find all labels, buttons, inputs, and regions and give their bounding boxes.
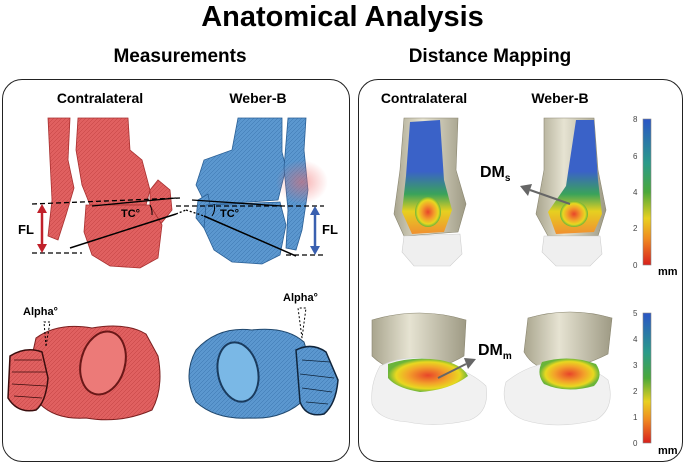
colorbar-bottom-tick: 0	[633, 439, 638, 448]
colorbar-top-tick: 0	[633, 261, 638, 270]
colorbar-top-tick: 4	[633, 188, 638, 197]
contralateral-ankle-model	[47, 117, 173, 269]
weber-b-ankle-model	[195, 117, 328, 265]
contralateral-tibia-map	[393, 117, 467, 267]
colorbar-top-tick: 8	[633, 115, 638, 124]
colorbar-bottom-tick: 2	[633, 387, 638, 396]
colorbar-top-unit: mm	[658, 266, 678, 278]
contralateral-talus-map	[371, 312, 487, 425]
weber-b-label-right: Weber-B	[531, 90, 589, 106]
dm-s-label: DMs	[480, 164, 511, 185]
colorbar-top-tick: 6	[633, 152, 638, 161]
colorbar-bottom-tick: 4	[633, 335, 638, 344]
tc-angle-label-right: TC°	[220, 208, 240, 220]
colorbar-bottom-tick: 3	[633, 361, 638, 370]
colorbar-bottom	[642, 312, 652, 444]
weber-b-axial-model	[188, 328, 339, 419]
colorbar-bottom-unit: mm	[658, 445, 678, 457]
colorbar-top-tick: 2	[633, 224, 638, 233]
fl-label-right: FL	[322, 222, 338, 237]
distance-mapping-heading: Distance Mapping	[408, 46, 572, 67]
dm-m-label: DMm	[478, 342, 512, 363]
colorbar-top	[642, 118, 652, 266]
contralateral-axial-model	[7, 325, 161, 421]
colorbar-bottom-tick: 5	[633, 309, 638, 318]
contralateral-label-left: Contralateral	[56, 90, 144, 106]
fl-label-left: FL	[18, 222, 34, 237]
tc-angle-label-left: TC°	[121, 208, 141, 220]
alpha-angle-label-right: Alpha°	[283, 292, 318, 304]
contralateral-label-right: Contralateral	[380, 90, 468, 106]
colorbar-bottom-tick: 1	[633, 413, 638, 422]
weber-b-tibia-map	[535, 117, 607, 267]
page-title: Anatomical Analysis	[201, 1, 484, 33]
weber-b-label-left: Weber-B	[229, 90, 287, 106]
alpha-angle-label-left: Alpha°	[23, 306, 58, 318]
measurements-heading: Measurements	[113, 46, 247, 67]
weber-b-talus-map	[503, 311, 613, 426]
